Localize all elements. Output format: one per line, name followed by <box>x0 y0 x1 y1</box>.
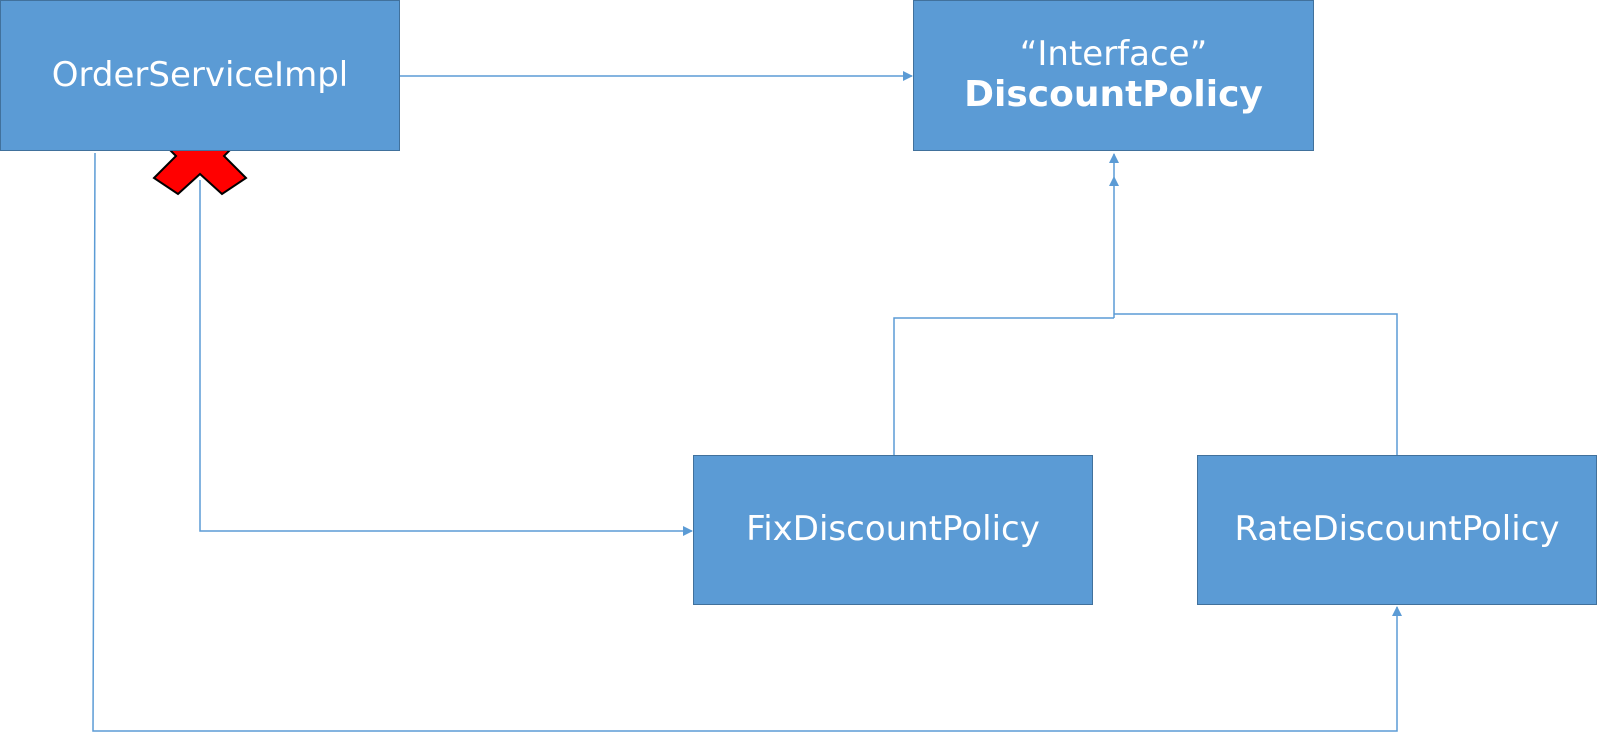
interface-stereotype-label: “Interface” <box>1019 34 1208 75</box>
dependency-arrow-order-to-rate <box>92 152 1402 732</box>
dependency-arrow-order-to-fix <box>199 180 693 536</box>
order-service-impl-label: OrderServiceImpl <box>51 54 349 95</box>
fix-discount-policy-box: FixDiscountPolicy <box>693 455 1093 605</box>
rate-discount-policy-label: RateDiscountPolicy <box>1234 509 1560 550</box>
rate-discount-policy-box: RateDiscountPolicy <box>1197 455 1597 605</box>
discount-policy-interface-box: “Interface” DiscountPolicy <box>913 0 1314 151</box>
implements-line-fix <box>893 317 1114 455</box>
discount-policy-label: DiscountPolicy <box>964 74 1263 116</box>
fix-discount-policy-label: FixDiscountPolicy <box>746 509 1040 550</box>
order-service-impl-box: OrderServiceImpl <box>0 0 400 151</box>
implements-line-rate <box>1114 313 1398 455</box>
